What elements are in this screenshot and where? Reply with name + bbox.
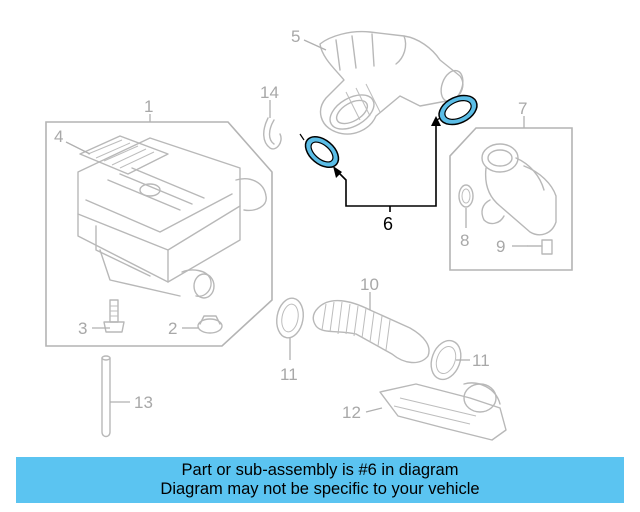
callout-6: 6: [383, 214, 393, 234]
callout-1: 1: [144, 97, 153, 116]
clamp-11-right: [430, 339, 462, 381]
hose-10: [312, 300, 430, 364]
parts-diagram: 1 2 3 4 5 6 7 8 9 10 11 11 12 13 14: [45, 27, 573, 441]
callout-13: 13: [134, 393, 153, 412]
filter-element: [79, 135, 169, 175]
leader-6: [335, 124, 437, 207]
leader-12: [365, 407, 383, 413]
banner-line-1: Part or sub-assembly is #6 in diagram: [181, 461, 459, 479]
clamp-11-left: [276, 297, 304, 339]
bolt-3: [103, 299, 125, 333]
clamp-6-left: [299, 133, 340, 169]
resonator-7: [481, 143, 557, 236]
callout-14: 14: [260, 83, 279, 102]
clamp-6-right: [433, 94, 478, 126]
drain-tube-13: [101, 355, 111, 438]
leader-6-arrow-left: [333, 166, 342, 178]
intake-duct-5: [319, 30, 464, 135]
banner-line-2: Diagram may not be specific to your vehi…: [160, 480, 480, 498]
callout-2: 2: [168, 319, 177, 338]
callout-7: 7: [518, 99, 527, 118]
callout-11a: 11: [280, 365, 298, 384]
o-ring-8: [458, 184, 474, 208]
callout-11b: 11: [472, 351, 490, 370]
info-banner: Part or sub-assembly is #6 in diagram Di…: [16, 457, 624, 503]
grommet-2: [197, 315, 223, 334]
assembly-7-frame: [449, 127, 573, 271]
assembly-1-frame: [45, 121, 273, 347]
screw-9: [527, 239, 553, 255]
callout-8: 8: [460, 231, 469, 250]
air-cleaner-housing: [77, 137, 267, 299]
hose-14: [263, 117, 282, 150]
air-duct-12: [379, 382, 507, 441]
leader-4: [65, 141, 91, 155]
callout-3: 3: [78, 319, 87, 338]
callout-10: 10: [360, 275, 379, 294]
callout-5: 5: [291, 27, 300, 46]
leader-6-arrow-right: [431, 116, 441, 126]
leader-5: [303, 39, 327, 51]
callout-9: 9: [496, 237, 505, 256]
callout-4: 4: [54, 127, 63, 146]
callout-12: 12: [342, 403, 361, 422]
